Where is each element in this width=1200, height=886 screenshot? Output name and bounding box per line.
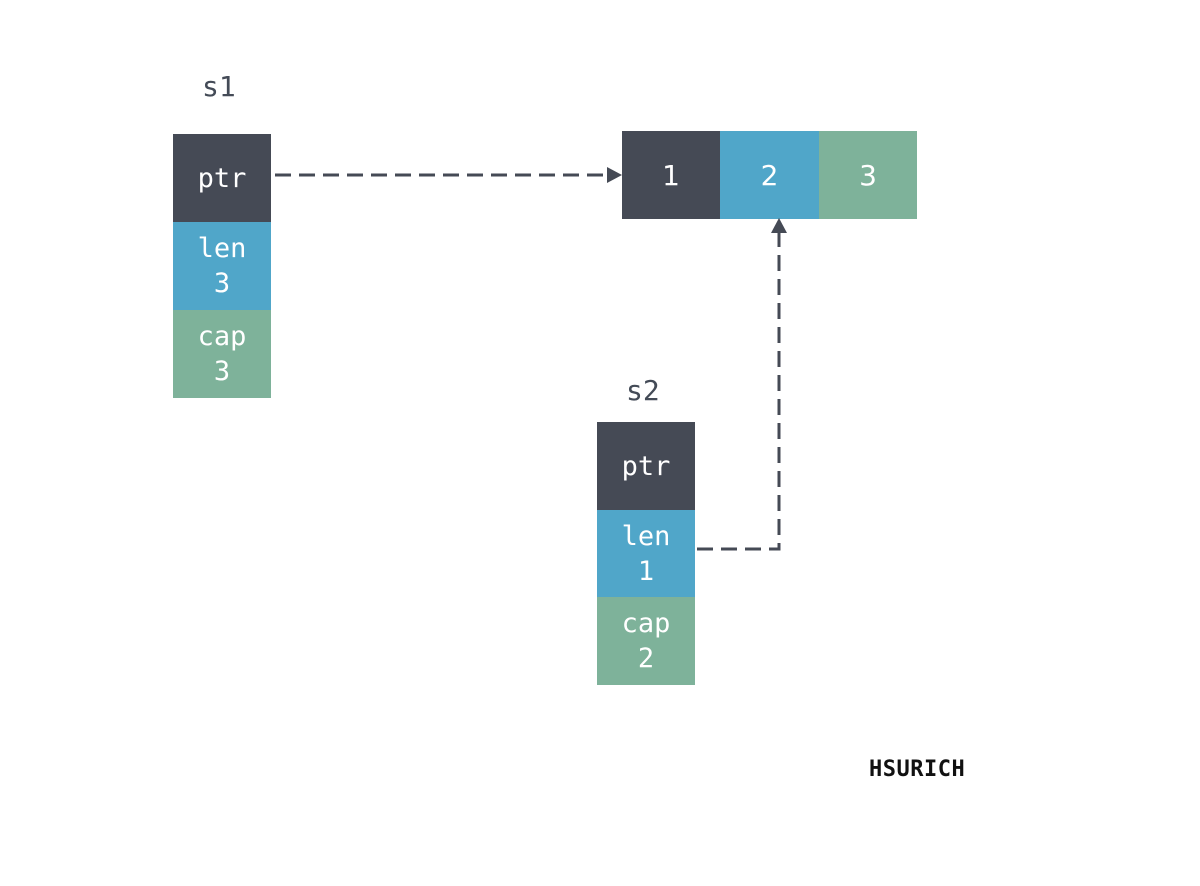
s2-ptr-arrowhead	[771, 218, 787, 233]
s2-cap-field: cap 2	[597, 597, 695, 685]
s1-cap-value: 3	[213, 356, 231, 387]
s1-name-label: s1	[202, 70, 236, 103]
s1-ptr-label: ptr	[197, 162, 247, 194]
array-element-0-value: 1	[662, 158, 680, 192]
array-element-0: 1	[622, 131, 720, 219]
s2-name-label: s2	[626, 374, 660, 407]
s2-len-value: 1	[637, 556, 655, 587]
s2-ptr-arrow	[697, 230, 781, 551]
s2-len-label: len	[621, 521, 671, 552]
s2-cap-value: 2	[637, 643, 655, 674]
s2-cap-label: cap	[621, 608, 671, 639]
s1-len-field: len 3	[173, 222, 271, 310]
watermark-text: HSURICH	[869, 757, 966, 782]
s2-len-field: len 1	[597, 510, 695, 598]
s1-cap-label: cap	[197, 321, 247, 352]
s1-len-label: len	[197, 233, 247, 264]
array-element-1: 2	[720, 131, 819, 219]
array-element-2-value: 3	[859, 158, 877, 192]
s1-ptr-field: ptr	[173, 134, 271, 222]
s1-ptr-arrowhead	[607, 167, 622, 183]
s1-len-value: 3	[213, 268, 231, 299]
s2-ptr-label: ptr	[621, 450, 671, 482]
s2-ptr-field: ptr	[597, 422, 695, 510]
array-element-1-value: 2	[760, 158, 779, 192]
s1-cap-field: cap 3	[173, 310, 271, 398]
array-element-2: 3	[819, 131, 917, 219]
